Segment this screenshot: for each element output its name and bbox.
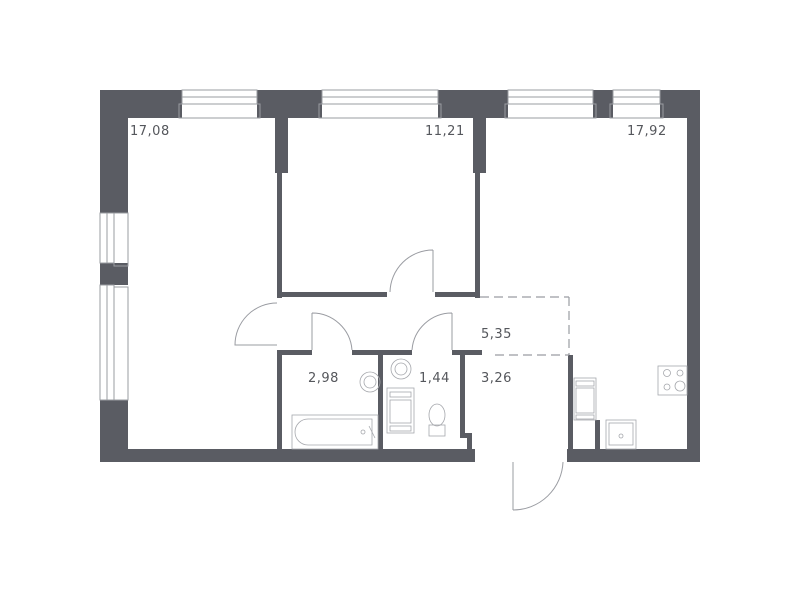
- stove-icon: [657, 365, 688, 396]
- exterior-walls: [100, 90, 700, 462]
- room-area-label: 5,35: [481, 327, 512, 342]
- fridge-icon: [573, 377, 597, 421]
- washing-machine-icon: [386, 387, 415, 434]
- windows: [99, 89, 664, 401]
- room-area-label: 1,44: [419, 371, 450, 386]
- bathtub-icon: [291, 414, 379, 450]
- interior-walls: [275, 118, 600, 462]
- room-area-label: 17,92: [627, 124, 667, 139]
- room-area-label: 11,21: [425, 124, 465, 139]
- room-area-label: 17,08: [130, 124, 170, 139]
- doors: [234, 249, 564, 511]
- kitchen-sink-icon: [605, 419, 637, 450]
- room-area-label: 3,26: [481, 371, 512, 386]
- room-area-label: 2,98: [308, 371, 339, 386]
- toilet-icon: [428, 403, 446, 437]
- sink-icon: [359, 358, 412, 393]
- hall-zone-dashed: [480, 296, 570, 356]
